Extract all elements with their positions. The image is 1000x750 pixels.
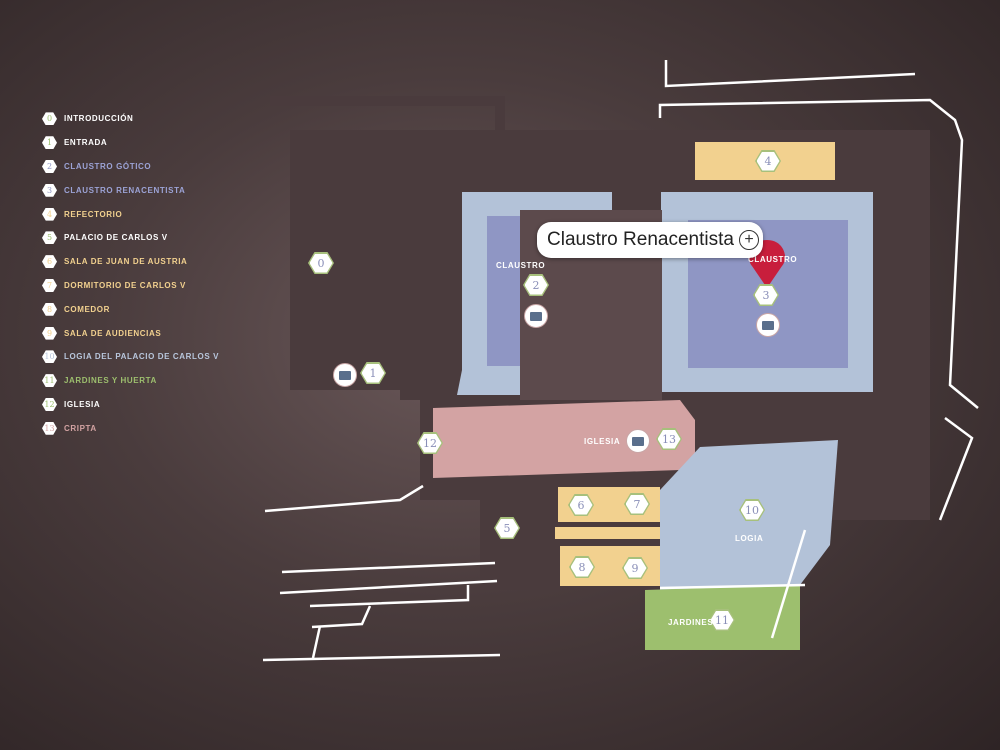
marker-number: 7 bbox=[625, 494, 649, 514]
legend-item[interactable]: 10 LOGIA DEL PALACIO DE CARLOS V bbox=[42, 345, 219, 369]
legend-label: SALA DE AUDIENCIAS bbox=[64, 328, 162, 338]
map-marker-1[interactable]: 1 bbox=[360, 362, 386, 384]
legend-label: CLAUSTRO GÓTICO bbox=[64, 161, 152, 171]
marker-number: 12 bbox=[418, 433, 442, 453]
legend-label: CLAUSTRO RENACENTISTA bbox=[64, 185, 186, 195]
hexagon-number-icon: 6 bbox=[42, 255, 57, 269]
legend-label: INTRODUCCIÓN bbox=[64, 114, 134, 124]
map-marker-12[interactable]: 12 bbox=[417, 432, 443, 454]
legend: 0 INTRODUCCIÓN 1 ENTRADA 2 CLAUSTRO GÓTICO 3 CL… bbox=[42, 107, 219, 440]
map-marker-4[interactable]: 4 bbox=[755, 150, 781, 172]
hexagon-number-icon: 13 bbox=[42, 421, 57, 435]
plus-icon[interactable]: + bbox=[739, 230, 759, 250]
marker-number: 5 bbox=[495, 518, 519, 538]
map-label-claustro-gotico: CLAUSTRO bbox=[496, 261, 546, 270]
map-label-logia: LOGIA bbox=[735, 534, 764, 543]
map-marker-11[interactable]: 11 bbox=[709, 609, 735, 631]
marker-number: 10 bbox=[740, 500, 764, 520]
iglesia[interactable] bbox=[433, 400, 695, 478]
hexagon-number-icon: 12 bbox=[42, 397, 57, 411]
map-marker-3[interactable]: 3 bbox=[753, 284, 779, 306]
map-marker-5[interactable]: 5 bbox=[494, 517, 520, 539]
marker-number: 2 bbox=[524, 275, 548, 295]
marker-number: 0 bbox=[309, 253, 333, 273]
legend-item[interactable]: 1 ENTRADA bbox=[42, 131, 219, 155]
legend-label: ENTRADA bbox=[64, 138, 108, 148]
legend-item[interactable]: 5 PALACIO DE CARLOS V bbox=[42, 226, 219, 250]
map-marker-13[interactable]: 13 bbox=[656, 428, 682, 450]
hexagon-number-icon: 5 bbox=[42, 231, 57, 245]
map-marker-7[interactable]: 7 bbox=[624, 493, 650, 515]
legend-item[interactable]: 7 DORMITORIO DE CARLOS V bbox=[42, 274, 219, 298]
legend-label: LOGIA DEL PALACIO DE CARLOS V bbox=[64, 352, 220, 362]
map-marker-8[interactable]: 8 bbox=[569, 556, 595, 578]
map-marker-0[interactable]: 0 bbox=[308, 252, 334, 274]
marker-number: 11 bbox=[710, 610, 734, 630]
legend-item[interactable]: 9 SALA DE AUDIENCIAS bbox=[42, 321, 219, 345]
legend-item[interactable]: 13 CRIPTA bbox=[42, 416, 219, 440]
audio-guide-icon[interactable] bbox=[524, 304, 548, 328]
hexagon-number-icon: 8 bbox=[42, 302, 57, 316]
bench-icon[interactable] bbox=[626, 429, 650, 453]
marker-number: 8 bbox=[570, 557, 594, 577]
legend-item[interactable]: 11 JARDINES Y HUERTA bbox=[42, 369, 219, 393]
legend-label: IGLESIA bbox=[64, 399, 101, 409]
map-marker-9[interactable]: 9 bbox=[622, 557, 648, 579]
hexagon-number-icon: 0 bbox=[42, 112, 57, 126]
marker-number: 3 bbox=[754, 285, 778, 305]
legend-item[interactable]: 8 COMEDOR bbox=[42, 297, 219, 321]
tooltip-popup[interactable]: Claustro Renacentista + bbox=[537, 222, 763, 258]
legend-label: JARDINES Y HUERTA bbox=[64, 376, 157, 386]
hexagon-number-icon: 1 bbox=[42, 136, 57, 150]
hexagon-number-icon: 4 bbox=[42, 207, 57, 221]
map-label-jardines: JARDINES bbox=[668, 618, 714, 627]
map-label-claustro-renacentista: CLAUSTRO bbox=[748, 255, 798, 264]
map-marker-10[interactable]: 10 bbox=[739, 499, 765, 521]
legend-label: REFECTORIO bbox=[64, 209, 123, 219]
legend-label: PALACIO DE CARLOS V bbox=[64, 233, 168, 243]
legend-item[interactable]: 3 CLAUSTRO RENACENTISTA bbox=[42, 178, 219, 202]
tooltip-title: Claustro Renacentista bbox=[547, 229, 734, 250]
legend-label: DORMITORIO DE CARLOS V bbox=[64, 280, 186, 290]
hexagon-number-icon: 9 bbox=[42, 326, 57, 340]
legend-item[interactable]: 6 SALA DE JUAN DE AUSTRIA bbox=[42, 250, 219, 274]
legend-label: CRIPTA bbox=[64, 423, 97, 433]
marker-number: 4 bbox=[756, 151, 780, 171]
marker-number: 9 bbox=[623, 558, 647, 578]
marker-number: 13 bbox=[657, 429, 681, 449]
map-label-iglesia: IGLESIA bbox=[584, 437, 621, 446]
map-marker-6[interactable]: 6 bbox=[568, 494, 594, 516]
hexagon-number-icon: 7 bbox=[42, 278, 57, 292]
legend-item[interactable]: 12 IGLESIA bbox=[42, 393, 219, 417]
hexagon-number-icon: 11 bbox=[42, 374, 57, 388]
paths bbox=[262, 60, 979, 662]
legend-label: COMEDOR bbox=[64, 304, 110, 314]
map-marker-2[interactable]: 2 bbox=[523, 274, 549, 296]
hexagon-number-icon: 3 bbox=[42, 183, 57, 197]
legend-item[interactable]: 0 INTRODUCCIÓN bbox=[42, 107, 219, 131]
hexagon-number-icon: 2 bbox=[42, 159, 57, 173]
legend-item[interactable]: 4 REFECTORIO bbox=[42, 202, 219, 226]
marker-number: 1 bbox=[361, 363, 385, 383]
entrance-icon[interactable] bbox=[333, 363, 357, 387]
hexagon-number-icon: 10 bbox=[42, 350, 57, 364]
legend-item[interactable]: 2 CLAUSTRO GÓTICO bbox=[42, 155, 219, 179]
audio-guide-icon[interactable] bbox=[756, 313, 780, 337]
marker-number: 6 bbox=[569, 495, 593, 515]
legend-label: SALA DE JUAN DE AUSTRIA bbox=[64, 257, 188, 267]
